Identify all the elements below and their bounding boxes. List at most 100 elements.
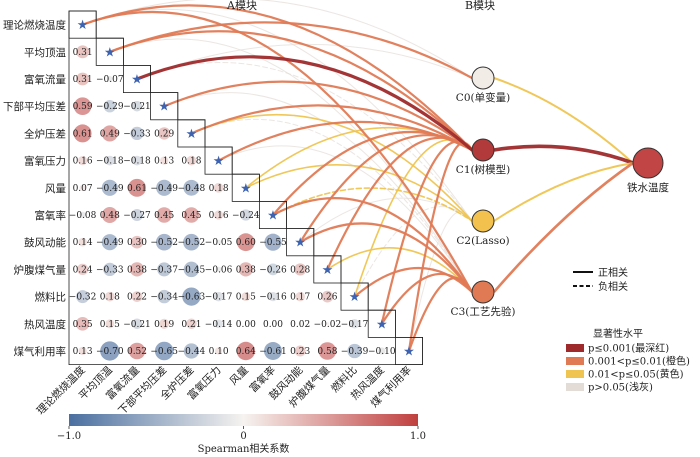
cell-value-8-6: 0.60: [236, 238, 256, 248]
model-label-c3: C3(工艺先验): [451, 305, 516, 318]
cell-circle-11-10: [349, 319, 360, 329]
cell-value-10-2: 0.22: [127, 293, 147, 303]
cell-circle-9-4: [183, 261, 200, 278]
cell-circle-11-2: [131, 318, 143, 330]
sig-swatch-orange: [566, 357, 584, 365]
cell-value-5-4: 0.18: [181, 157, 201, 167]
cell-circle-12-6: [236, 341, 255, 361]
row-label-8: 鼓风动能: [24, 236, 66, 249]
model-label-c1: C1(树模型): [456, 163, 510, 176]
cell-value-12-0: 0.13: [73, 347, 93, 357]
line-legend-label: 负相关: [598, 280, 628, 293]
cell-value-9-6: 0.38: [236, 265, 256, 275]
colorbar-mid-label: 0: [240, 431, 246, 442]
edge-0-to-c0: [82, 0, 473, 79]
target-label: 铁水温度: [627, 181, 669, 194]
edge-0-to-c3: [81, 10, 474, 294]
cell-circle-3-0: [73, 97, 92, 116]
cell-value-8-7: −0.55: [259, 238, 287, 248]
cell-circle-10-7: [268, 292, 278, 302]
star-icon: ★: [213, 154, 225, 169]
cell-circle-9-0: [76, 263, 89, 276]
cell-circle-11-4: [186, 318, 197, 330]
cell-circle-12-9: [318, 342, 337, 360]
cell-value-7-0: −0.08: [69, 211, 97, 221]
colorbar-gradient: [69, 414, 418, 426]
edge-2-to-c1: [135, 55, 474, 152]
cell-circle-9-7: [267, 263, 279, 276]
edge-0-to-c1: [81, 4, 474, 152]
star-icon: ★: [267, 209, 279, 224]
cell-value-12-7: −0.61: [259, 347, 287, 357]
cell-circle-4-3: [158, 127, 171, 140]
cell-circle-10-0: [76, 290, 90, 304]
edge-1-to-c0: [108, 21, 474, 80]
cell-circle-9-1: [103, 262, 117, 277]
cell-circle-11-6: [245, 323, 247, 325]
cell-circle-7-4: [183, 207, 200, 223]
cell-value-9-5: −0.06: [205, 265, 233, 275]
row-label-3: 下部平均压差: [3, 100, 66, 113]
cell-value-11-9: −0.02: [314, 320, 342, 330]
cell-value-5-3: 0.13: [154, 157, 174, 167]
cell-value-11-1: 0.15: [100, 320, 120, 330]
cell-value-7-5: 0.16: [209, 211, 229, 221]
cell-value-8-5: −0.05: [205, 238, 233, 248]
cell-circle-8-6: [236, 233, 255, 252]
row-label-12: 煤气利用率: [14, 345, 67, 358]
cell-circle-5-1: [104, 155, 115, 166]
cell-value-8-1: −0.49: [96, 238, 124, 248]
cell-value-11-0: 0.35: [73, 320, 93, 330]
cell-value-7-2: −0.27: [123, 211, 151, 221]
cell-circle-7-2: [131, 209, 143, 221]
edge-12-to-c3: [407, 277, 474, 353]
cell-circle-2-0: [76, 72, 90, 86]
cell-value-9-0: 0.24: [73, 265, 93, 275]
row-label-9: 炉腹煤气量: [14, 263, 67, 276]
cell-circle-12-1: [100, 341, 120, 361]
edge-4-to-c3: [190, 118, 473, 293]
cell-value-12-10: −0.39: [341, 347, 369, 357]
cell-value-12-1: −0.70: [96, 347, 124, 357]
cell-circle-6-1: [101, 179, 118, 196]
cell-circle-12-4: [183, 343, 200, 359]
cell-circle-12-10: [347, 343, 362, 359]
sig-swatch-red: [566, 344, 584, 352]
model-node-c3: [471, 280, 495, 304]
cell-value-8-3: −0.52: [150, 238, 178, 248]
cell-circle-8-2: [130, 235, 144, 249]
edge-5-to-c3: [218, 145, 473, 293]
cell-circle-6-2: [128, 178, 146, 197]
colorbar-min-label: −1.0: [57, 431, 81, 442]
star-icon: ★: [322, 263, 334, 278]
cell-value-9-2: 0.38: [127, 265, 147, 275]
cell-circle-7-6: [240, 209, 252, 221]
cell-value-6-5: 0.18: [209, 184, 229, 194]
cell-circle-10-1: [104, 291, 115, 302]
cell-value-4-2: −0.33: [123, 129, 151, 139]
edge-4-to-c1: [190, 104, 474, 152]
sig-legend-title: 显著性水平: [593, 327, 643, 340]
cell-value-11-6: 0.00: [236, 320, 256, 330]
edge-7-to-c3: [271, 196, 474, 294]
cell-circle-7-0: [79, 211, 86, 219]
cell-value-6-3: −0.49: [150, 184, 178, 194]
cell-circle-10-6: [241, 292, 251, 302]
cell-value-9-1: −0.33: [96, 265, 124, 275]
cell-value-12-6: 0.64: [236, 347, 256, 357]
cell-circle-10-8: [295, 291, 305, 302]
cell-value-3-0: 0.59: [73, 102, 93, 112]
cell-value-8-0: 0.14: [73, 238, 93, 248]
model-label-c0: C0(单变量): [456, 91, 510, 104]
cell-circle-10-5: [213, 291, 224, 302]
significance-legend: 显著性水平p≤0.001(最深红)0.001<p≤0.01(橙色)0.01<p≤…: [566, 327, 690, 394]
cell-circle-4-0: [73, 124, 92, 143]
matrix-outline: [68, 10, 423, 365]
edge-10-to-c1: [353, 139, 473, 298]
cell-circle-11-7: [272, 323, 274, 325]
cell-circle-10-4: [182, 287, 201, 306]
edge-9-to-c1: [326, 136, 474, 271]
